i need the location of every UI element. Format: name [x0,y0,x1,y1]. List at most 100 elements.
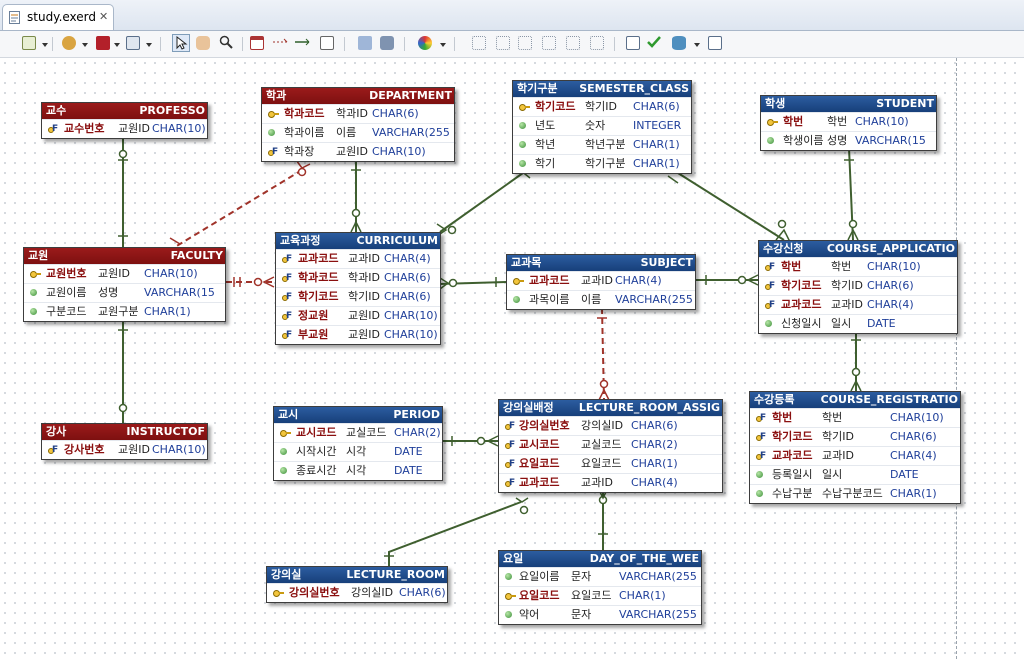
align-right-icon[interactable] [516,34,534,52]
close-icon[interactable]: ✕ [99,10,109,23]
tab-study-exerd[interactable]: study.exerd ✕ [2,4,114,30]
palette-icon[interactable] [416,34,434,52]
align-top-icon[interactable] [540,34,558,52]
align-bottom-icon[interactable] [588,34,606,52]
table-icon[interactable] [248,34,266,52]
relation-faculty-department [174,169,303,248]
new-diagram-icon[interactable] [20,34,38,52]
chevron-down-icon[interactable] [114,43,120,47]
relation-icon[interactable] [272,34,290,52]
color-icon[interactable] [60,34,78,52]
attribute-icon [280,467,287,474]
chevron-down-icon[interactable] [440,43,446,47]
foreign-key-icon [282,250,292,268]
hand-icon[interactable] [194,34,212,52]
chevron-down-icon[interactable] [694,43,700,47]
zoom-icon[interactable] [218,34,236,52]
attribute-icon [268,129,275,136]
align-left-icon[interactable] [470,34,488,52]
align-middle-icon[interactable] [564,34,582,52]
foreign-key-icon [282,269,292,287]
page-icon[interactable] [124,34,142,52]
help-icon[interactable] [706,34,724,52]
chevron-down-icon[interactable] [42,43,48,47]
chevron-down-icon[interactable] [146,43,152,47]
fill-icon[interactable] [94,34,112,52]
foreign-key-icon [282,307,292,325]
align-center-icon[interactable] [494,34,512,52]
identifying-relation-icon[interactable] [294,34,312,52]
database-icon[interactable] [670,34,688,52]
copy-icon[interactable] [356,34,374,52]
document-icon[interactable] [624,34,642,52]
chevron-down-icon[interactable] [82,43,88,47]
validate-icon[interactable] [646,34,664,52]
select-icon[interactable] [172,34,190,52]
note-icon[interactable] [318,34,336,52]
foreign-key-icon [756,447,766,465]
identifying-relations [122,139,857,566]
print-icon[interactable] [378,34,396,52]
